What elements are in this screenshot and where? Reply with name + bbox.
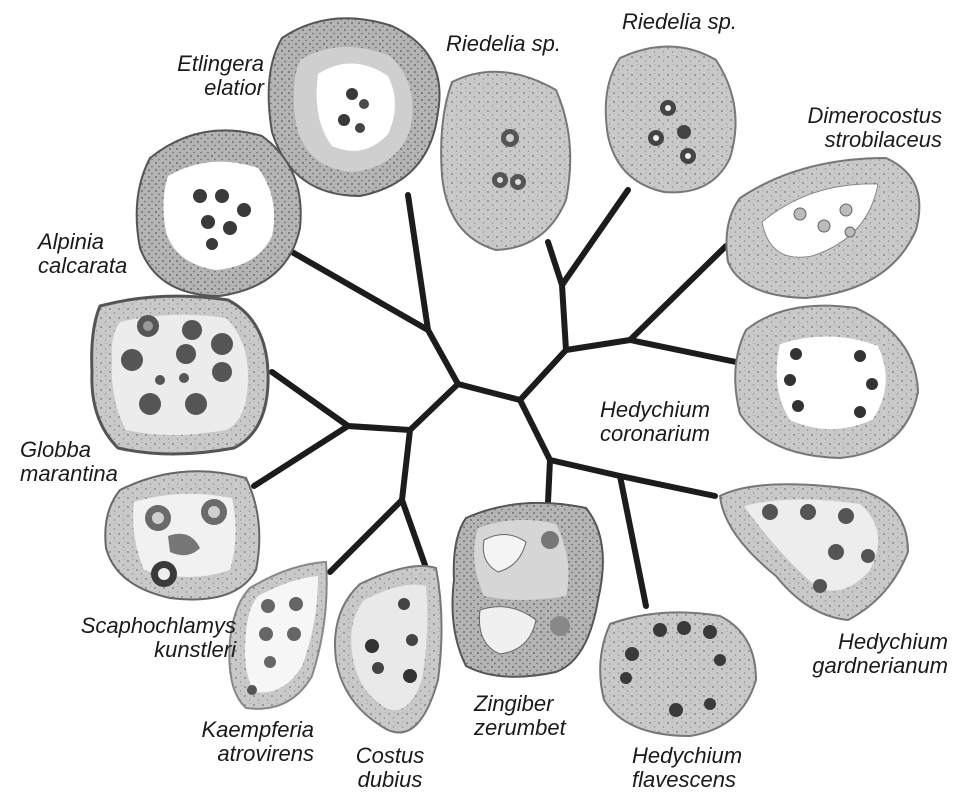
section-etlingera [269, 18, 440, 196]
label-kaempferia-genus: Kaempferia [168, 718, 314, 742]
label-zingiber-genus: Zingiber [474, 692, 566, 716]
label-etlingera-genus: Etlingera [140, 52, 264, 76]
label-alpinia: Alpinia calcarata [38, 230, 127, 278]
label-riedelia-1-name: Riedelia sp. [446, 32, 561, 56]
branch-hedychium-node [550, 460, 715, 496]
branch-lower-left [330, 430, 410, 572]
branch-upper-right [520, 350, 566, 400]
section-globba [92, 296, 268, 454]
label-kaempferia-species: atrovirens [168, 742, 314, 766]
label-globba-species: marantina [20, 462, 118, 486]
label-dimerocostus-species: strobilaceus [756, 128, 942, 152]
label-etlingera-species: elatior [140, 76, 264, 100]
label-dimerocostus-genus: Dimerocostus [756, 104, 942, 128]
label-scaphochlamys-species: kunstleri [10, 638, 236, 662]
label-costus: Costus dubius [340, 744, 440, 792]
label-zingiber: Zingiber zerumbet [474, 692, 566, 740]
label-costus-genus: Costus [340, 744, 440, 768]
branch-costus [402, 500, 425, 565]
section-scaphochlamys [105, 471, 259, 599]
label-hedychium-coronarium: Hedychium coronarium [580, 398, 710, 446]
label-hedychium-gardnerianum-species: gardnerianum [782, 654, 948, 678]
section-riedelia-1 [441, 72, 570, 250]
label-alpinia-genus: Alpinia [38, 230, 127, 254]
section-alpinia [137, 130, 301, 296]
section-zingiber [453, 503, 603, 677]
section-hedychium-coronarium [735, 306, 918, 458]
branch-alpinia [292, 252, 428, 330]
label-globba: Globba marantina [20, 438, 118, 486]
branch-zingiber [548, 460, 550, 502]
label-hedychium-flavescens-species: flavescens [632, 768, 742, 792]
label-etlingera: Etlingera elatior [140, 52, 264, 100]
section-costus [335, 566, 442, 733]
branch-coronarium [630, 340, 736, 362]
label-riedelia-2: Riedelia sp. [622, 10, 737, 34]
branch-scaphochlamys [254, 426, 348, 486]
label-hedychium-flavescens: Hedychium flavescens [632, 744, 742, 792]
label-kaempferia: Kaempferia atrovirens [168, 718, 314, 766]
label-hedychium-coronarium-genus: Hedychium [580, 398, 710, 422]
label-costus-species: dubius [340, 768, 440, 792]
branch-riedelia-2 [562, 190, 628, 285]
label-riedelia-2-name: Riedelia sp. [622, 10, 737, 34]
branch-left-internal [410, 384, 458, 430]
section-hedychium-gardnerianum [720, 484, 908, 620]
label-zingiber-species: zerumbet [474, 716, 566, 740]
label-hedychium-coronarium-species: coronarium [580, 422, 710, 446]
branch-etlingera [408, 195, 458, 384]
section-dimerocostus [727, 158, 920, 298]
branch-riedelia-node [548, 242, 566, 350]
label-dimerocostus: Dimerocostus strobilaceus [756, 104, 942, 152]
branch-center [458, 384, 520, 400]
section-riedelia-2 [606, 46, 736, 192]
label-hedychium-gardnerianum: Hedychium gardnerianum [782, 630, 948, 678]
label-hedychium-gardnerianum-genus: Hedychium [782, 630, 948, 654]
section-hedychium-flavescens [600, 612, 756, 736]
label-riedelia-1: Riedelia sp. [446, 32, 561, 56]
label-hedychium-flavescens-genus: Hedychium [632, 744, 742, 768]
branch-globba-node [272, 372, 410, 430]
label-alpinia-species: calcarata [38, 254, 127, 278]
label-globba-genus: Globba [20, 438, 118, 462]
branch-flavescens [620, 476, 646, 606]
label-scaphochlamys-genus: Scaphochlamys [10, 614, 236, 638]
branch-dimerocostus [566, 246, 726, 350]
label-scaphochlamys: Scaphochlamys kunstleri [10, 614, 236, 662]
branch-lower-right [520, 400, 550, 460]
